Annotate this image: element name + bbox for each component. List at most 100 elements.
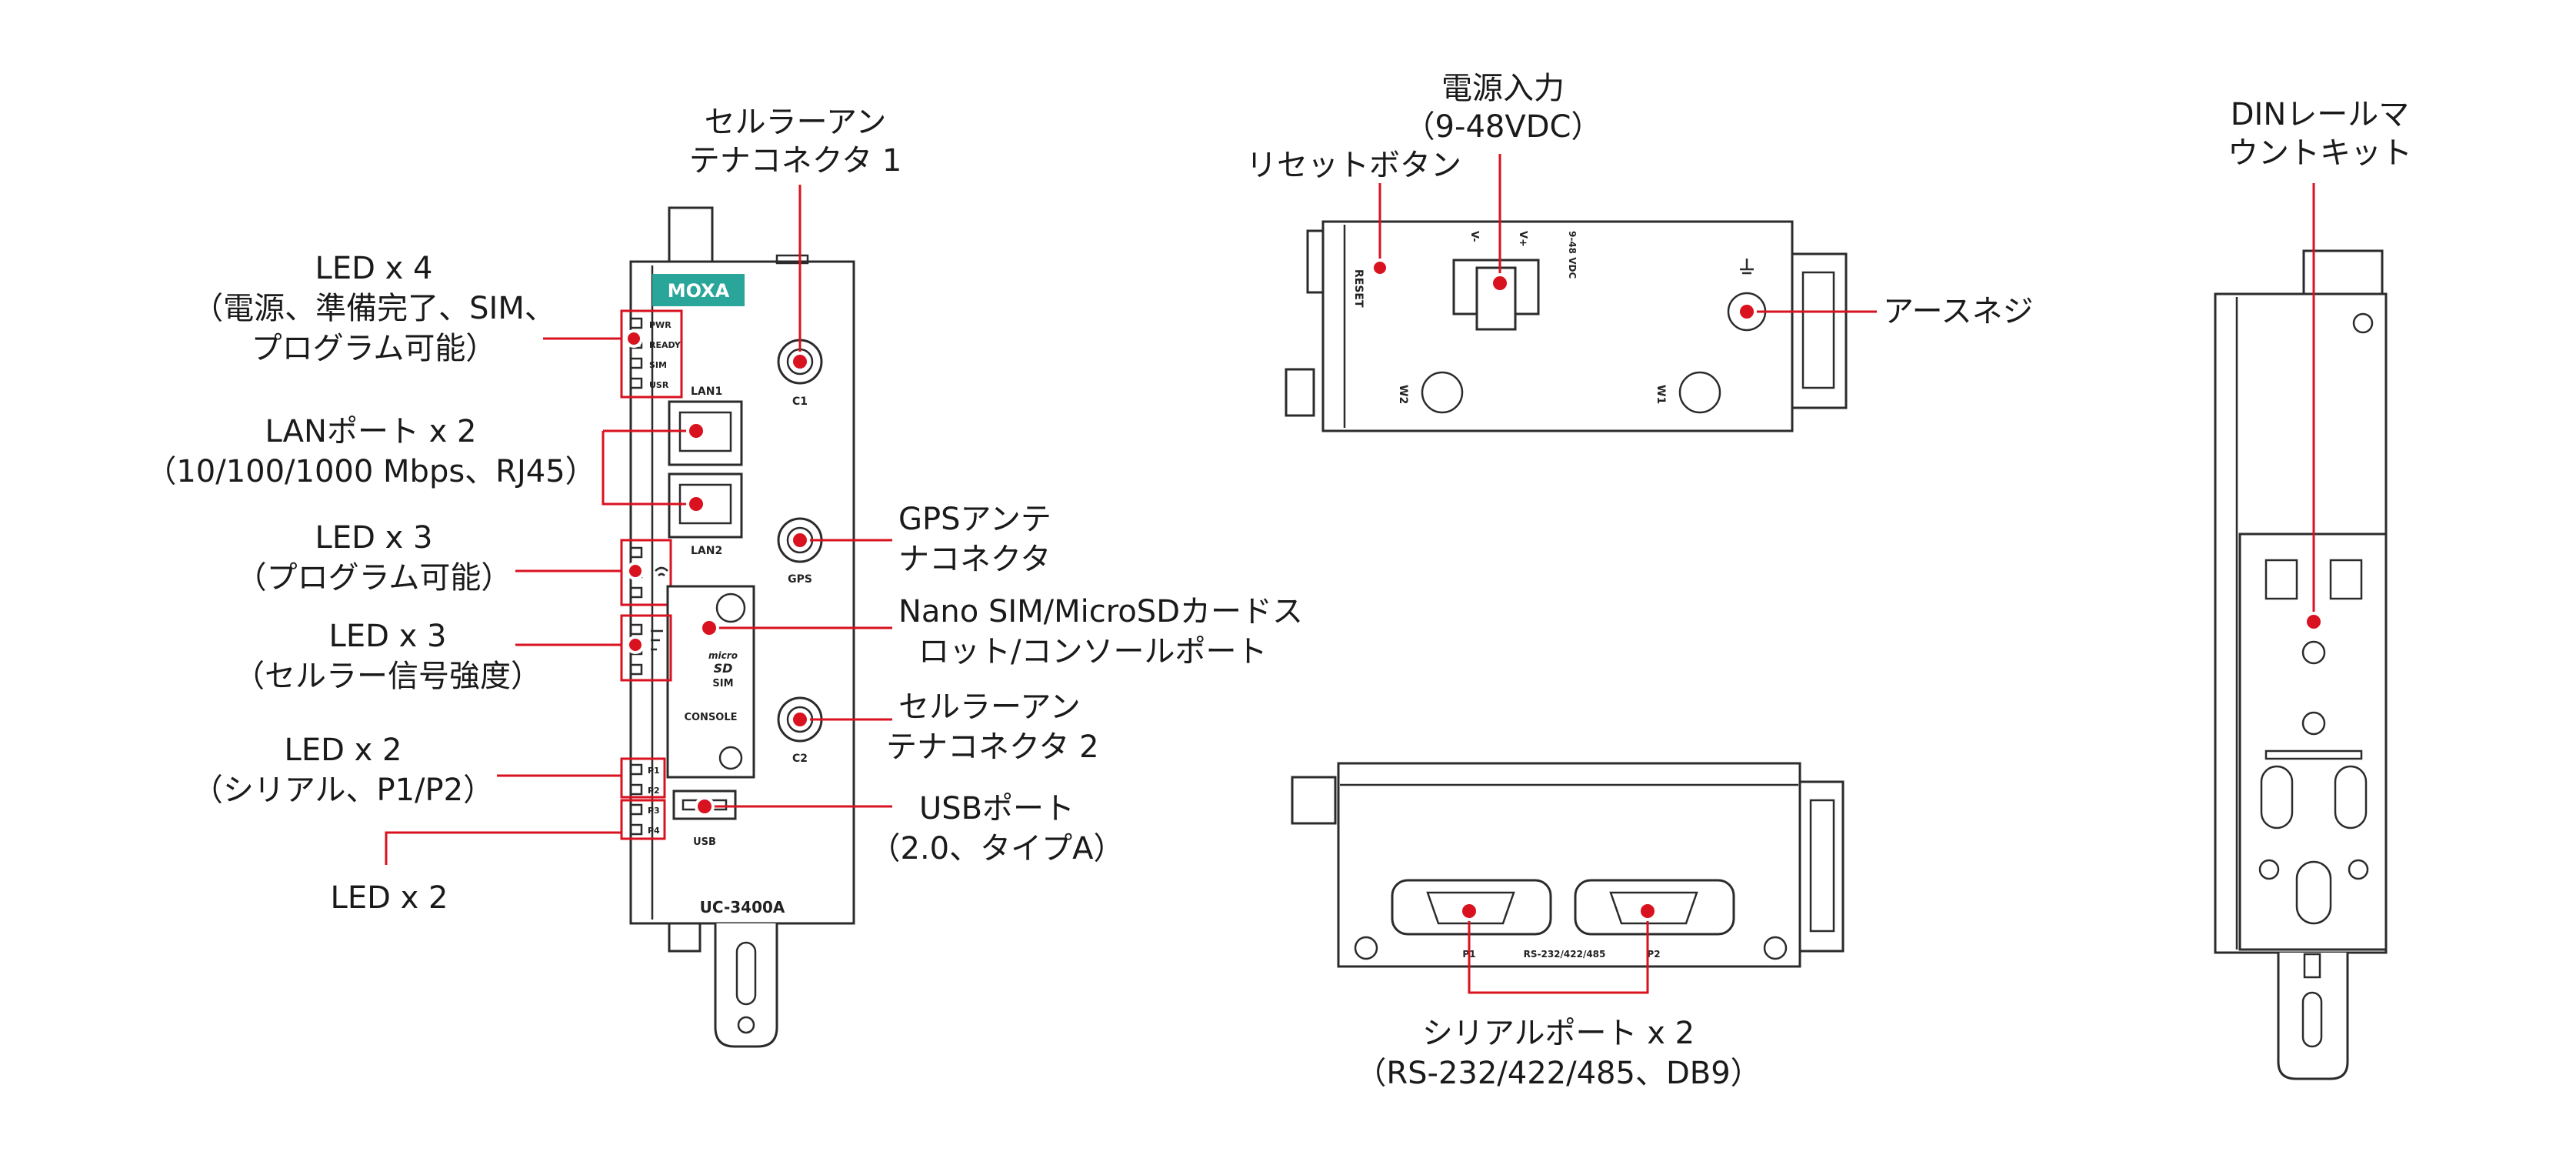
din-rail-bar [2264, 749, 2363, 760]
sim-label: SIM [712, 678, 733, 689]
bottom-din-clip-inner [1809, 799, 1835, 933]
sim-panel: micro SD SIM CONSOLE [666, 585, 755, 779]
w2-antenna-hole [1421, 371, 1464, 414]
reset-line-1: リセットボタン [1246, 148, 1461, 183]
top-body [1321, 220, 1794, 432]
dot-lan2 [686, 494, 706, 514]
serial-led-label-p1: P1 [648, 766, 660, 776]
led2-serial-line-1: LED x 2 [285, 733, 402, 768]
gps-label: GPS [788, 573, 812, 586]
din-screw-upper-icon [2301, 640, 2326, 665]
wifi-icon [655, 566, 668, 576]
ground-line-1: アースネジ [1883, 294, 2034, 329]
led-usr [629, 377, 643, 389]
dot-reset [1371, 259, 1389, 277]
leader-led2 [385, 831, 622, 865]
power-line-2: （9-48VDC） [1405, 109, 1602, 145]
serial-led-p1 [629, 763, 643, 776]
top-din-clip-inner [1801, 271, 1835, 389]
cell-led-1 [629, 623, 643, 636]
led-label-usr: USR [649, 380, 669, 390]
top-side-tab [1306, 229, 1325, 294]
bottom-screw-left-icon [1354, 936, 1378, 960]
bottom-body [1337, 762, 1801, 968]
serial-led-label-p3: P3 [648, 806, 660, 816]
serial-led-label-p4: P4 [648, 826, 660, 836]
status-leds: PWR READY SIM USR [620, 309, 683, 399]
signal-icon [651, 629, 663, 651]
w1-text: W1 [1655, 385, 1667, 404]
led4-line-3: プログラム可能） [252, 331, 497, 366]
moxa-logo-text: MOXA [668, 280, 730, 302]
w1-antenna-hole [1678, 371, 1721, 414]
led3-prog-line-1: LED x 3 [315, 520, 433, 556]
rs-text: RS-232/422/485 [1524, 949, 1606, 960]
cell-leds [620, 614, 672, 682]
bottom-antenna-stub [1291, 776, 1337, 825]
callout-labels: セルラーアン テナコネクタ 1 LED x 4 （電源、準備完了、SIM、 プロ… [145, 71, 2412, 1091]
led4-line-1: LED x 4 [315, 251, 433, 286]
serial-led-p3 [629, 803, 643, 816]
moxa-logo [652, 274, 745, 306]
serial-led-label-p2: P2 [648, 786, 660, 796]
led4-highlight-box [620, 309, 683, 399]
led2-line-1: LED x 2 [331, 880, 448, 916]
dot-c1 [790, 352, 810, 372]
serial-leds: P1 P2 P3 P4 [620, 757, 666, 840]
gps-line-1: GPSアンテ [898, 502, 1051, 537]
top-view: RESET V- V+ 9-48 VDC W2 W1 [1285, 220, 1848, 432]
w2-text: W2 [1397, 385, 1409, 404]
serial-led-p4 [629, 823, 643, 836]
din-line-2: ウントキット [2228, 135, 2412, 171]
front-top-tab [668, 206, 714, 263]
lan-line-2: （10/100/1000 Mbps、RJ45） [145, 454, 595, 489]
db9-p1-connector [1426, 891, 1515, 925]
serial-line-1: シリアルポート x 2 [1422, 1016, 1695, 1051]
dot-led4 [625, 329, 643, 348]
side-screw-top-icon [2352, 312, 2374, 334]
din-clip-left [2264, 559, 2298, 600]
leader-serial [1468, 911, 1649, 994]
front-view: MOXA PWR READY SIM USR LAN1 LAN2 C1 [620, 206, 855, 1048]
dot-serial-p2 [1638, 901, 1658, 921]
c1-label: C1 [792, 396, 808, 408]
led-sim [629, 357, 643, 369]
dot-gps [790, 530, 810, 550]
callout-dots [625, 259, 2324, 921]
dot-lan1 [686, 421, 706, 441]
top-antenna-stub [1285, 368, 1315, 417]
dot-ground [1737, 302, 1757, 322]
led2-serial-line-2: （シリアル、P1/P2） [192, 773, 494, 808]
sd-label: SD [714, 661, 733, 676]
cell-led-highlight-box [620, 614, 672, 682]
led-label-ready: READY [649, 340, 681, 350]
din-bracket-hole [737, 1016, 755, 1034]
dot-led3-prog [626, 562, 645, 580]
din-slot-left [2260, 765, 2294, 830]
cell-antenna-1-line-1: セルラーアン [705, 105, 887, 140]
side-bracket-bottom [2277, 953, 2349, 1080]
din-clip-right [2329, 559, 2363, 600]
db9-p2-connector [1609, 891, 1698, 925]
led3-cell-line-2: （セルラー信号強度） [234, 659, 542, 694]
led-pwr [629, 317, 643, 329]
din-screw-middle-icon [2301, 711, 2326, 736]
c2-label: C2 [792, 753, 808, 765]
dot-c2 [790, 709, 810, 729]
power-line-1: 電源入力 [1441, 71, 1565, 106]
leader-lan [602, 429, 696, 506]
v-minus-text: V- [1468, 231, 1480, 242]
sim-panel-door [666, 585, 755, 779]
din-slot-right [2334, 765, 2368, 830]
din-slot-center [2295, 860, 2332, 925]
led-label-sim: SIM [649, 360, 667, 370]
callout-leaders [385, 154, 2315, 994]
sim-slot-line-1: Nano SIM/MicroSDカードス [898, 594, 1303, 629]
din-bracket-slot [735, 941, 757, 1006]
din-line-1: DINレールマ [2231, 97, 2410, 132]
front-bottom-tab [668, 922, 701, 953]
sim-panel-screw-icon [718, 746, 743, 770]
prog-led-1 [629, 546, 643, 559]
serial-led-p1p2-box [620, 757, 666, 799]
